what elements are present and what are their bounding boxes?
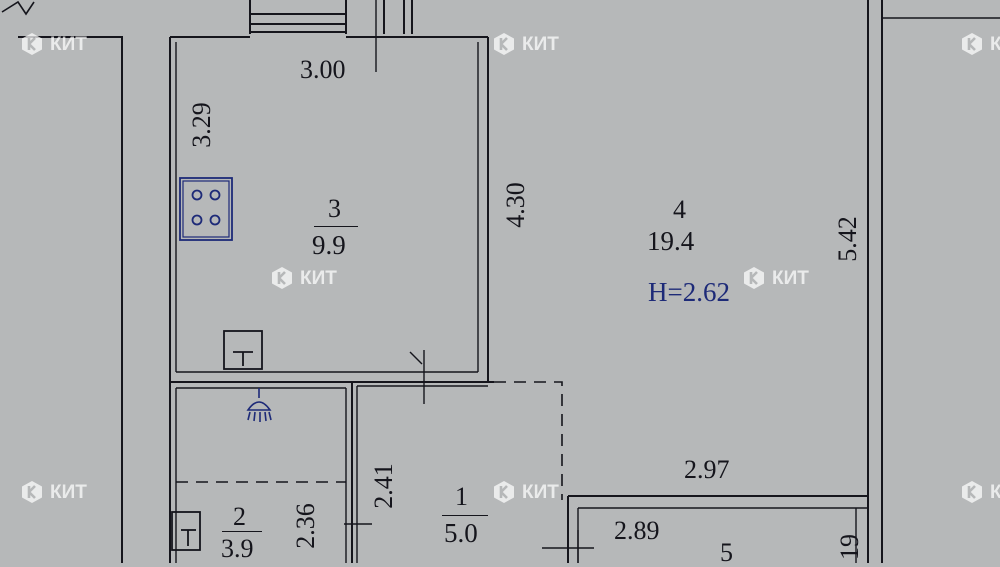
stove-icon	[179, 177, 233, 241]
dimension-3-29: 3.29	[187, 102, 216, 148]
room-4-number: 4	[673, 195, 686, 224]
watermark-text: КИТ	[990, 33, 1000, 55]
kit-logo-icon	[22, 481, 42, 503]
shower-icon	[246, 388, 272, 422]
dimension-2-89: 2.89	[614, 516, 660, 545]
water-heater-icon	[223, 330, 263, 370]
room-4-area: 19.4	[647, 226, 695, 256]
dimension-2-41: 2.41	[369, 463, 398, 509]
dimension-4-30: 4.30	[501, 182, 530, 228]
room-2-walls	[175, 387, 347, 563]
room-3-walls	[169, 36, 494, 563]
room-1-area: 5.0	[444, 518, 478, 548]
kit-logo-icon	[494, 33, 514, 55]
dimension-5-42: 5.42	[833, 216, 862, 262]
room-4-height: H=2.62	[648, 277, 730, 307]
room-5-number: 5	[720, 538, 733, 567]
room-1-walls	[351, 382, 488, 563]
corner-mark	[1, 0, 35, 16]
toilet-icon	[171, 511, 201, 551]
outer-wall-left	[18, 36, 123, 563]
room-3-area: 9.9	[312, 230, 346, 260]
watermark: КИТ	[20, 32, 87, 56]
watermark-text: КИТ	[522, 33, 559, 55]
watermark: КИТ	[20, 480, 87, 504]
dimension-ticks	[344, 350, 594, 563]
stairs	[249, 0, 413, 72]
watermark-text: КИТ	[50, 481, 87, 503]
watermark: КИТ	[270, 266, 337, 290]
kit-logo-icon	[962, 481, 982, 503]
room-5-walls	[567, 495, 868, 563]
kit-logo-icon	[744, 267, 764, 289]
dimension-2-97: 2.97	[684, 455, 730, 484]
kit-logo-icon	[494, 481, 514, 503]
kit-logo-icon	[962, 33, 982, 55]
kit-logo-icon	[22, 33, 42, 55]
dimension-19: 19	[835, 534, 864, 560]
kit-logo-icon	[272, 267, 292, 289]
outer-wall-right	[867, 0, 1000, 563]
dimension-3-00: 3.00	[300, 55, 346, 84]
room-3-number: 3	[328, 194, 341, 223]
watermark: КИТ	[492, 32, 559, 56]
watermark-text: КИТ	[300, 267, 337, 289]
dimension-2-36: 2.36	[291, 503, 320, 549]
watermark-text: КИТ	[772, 267, 809, 289]
watermark: КИТ	[742, 266, 809, 290]
room-1-number: 1	[455, 482, 468, 511]
watermark: КИТ	[960, 480, 1000, 504]
watermark-text: КИТ	[522, 481, 559, 503]
room-4-doorway	[494, 381, 563, 500]
room-2-number: 2	[233, 502, 246, 531]
watermark: КИТ	[960, 32, 1000, 56]
room-2-area: 3.9	[221, 534, 254, 563]
watermark-text: КИТ	[990, 481, 1000, 503]
watermark-text: КИТ	[50, 33, 87, 55]
watermark: КИТ	[492, 480, 559, 504]
